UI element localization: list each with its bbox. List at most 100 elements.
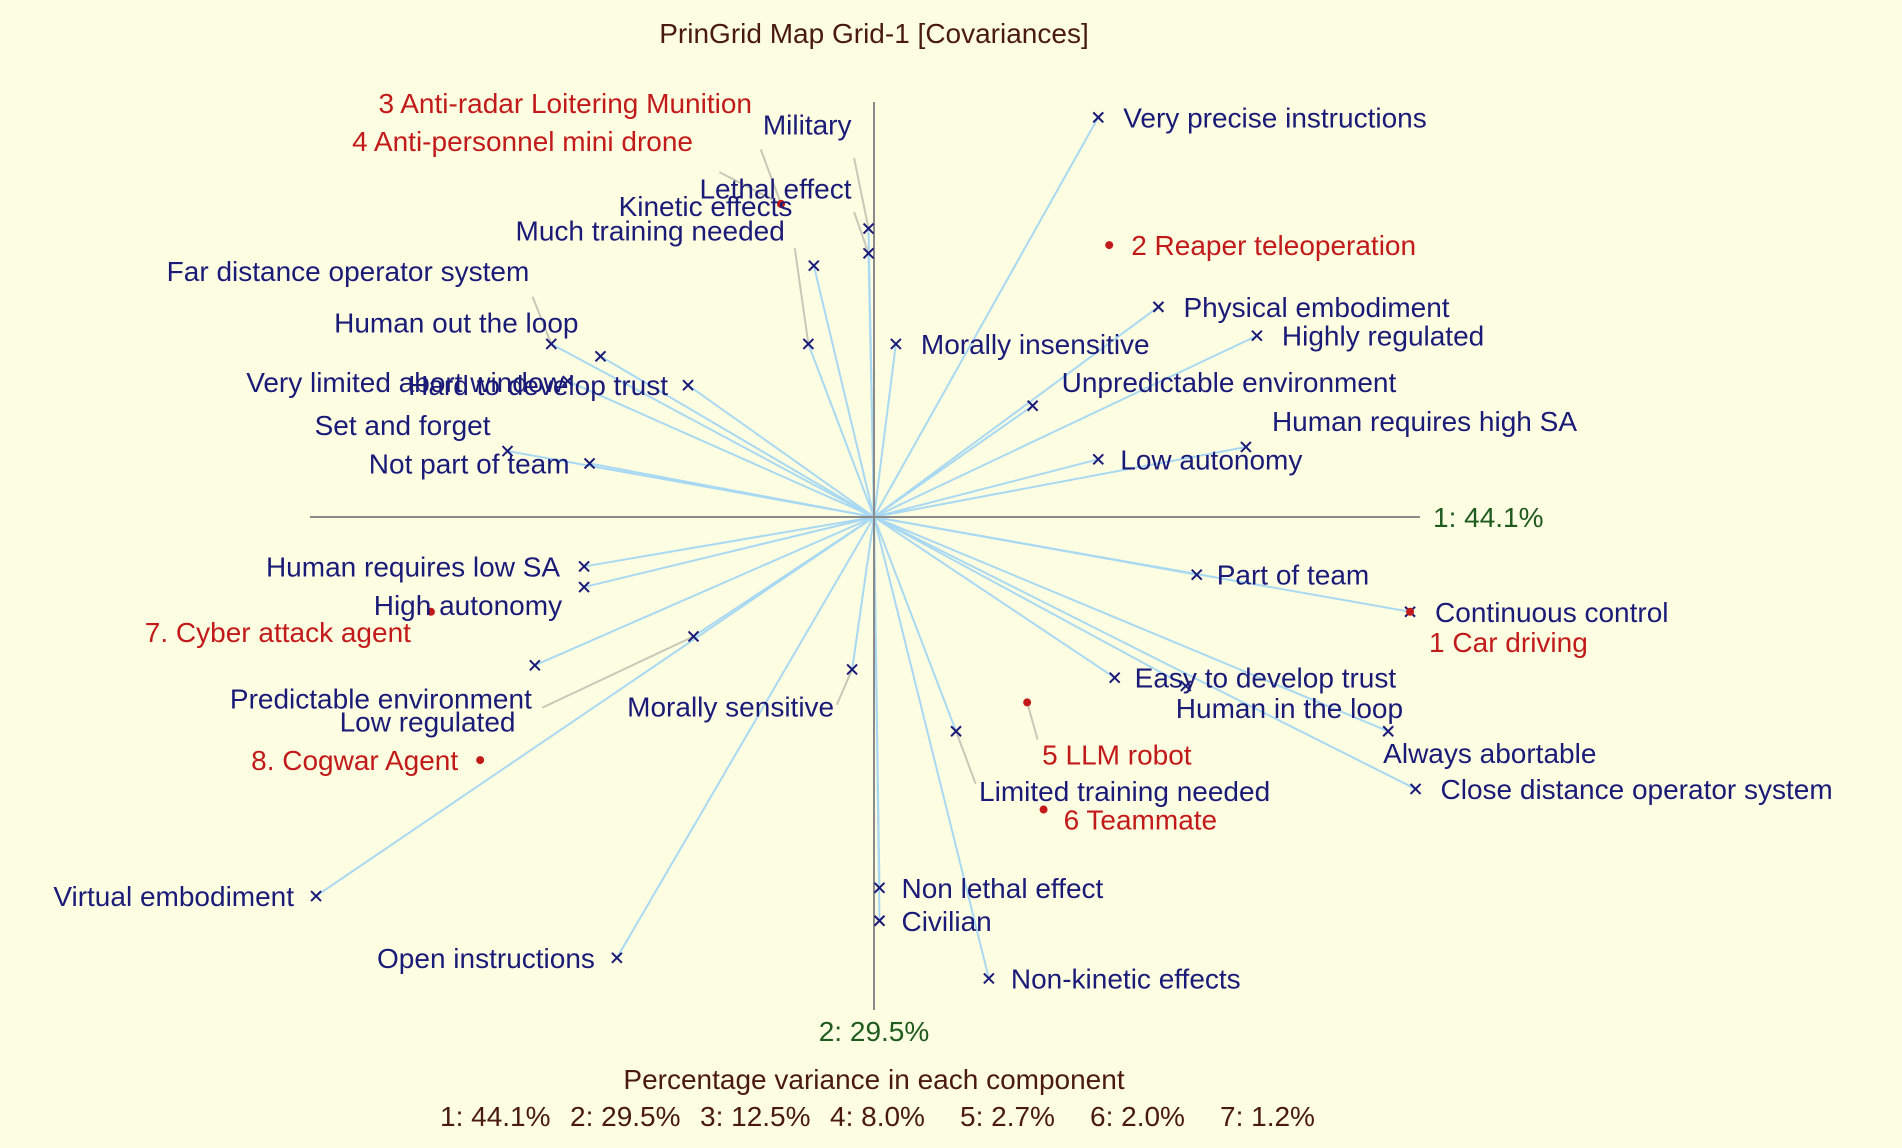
construct-marker-physical-embodiment xyxy=(1152,301,1165,313)
element-marker-5-llm-robot xyxy=(1023,698,1032,707)
ray-morally-insensitive xyxy=(873,343,897,518)
element-marker-7-cyber-attack-agent xyxy=(426,607,435,616)
construct-marker-predictable-environment xyxy=(529,659,541,672)
construct-marker-civilian xyxy=(873,915,886,927)
ray-human-requires-high-sa xyxy=(873,445,1247,518)
element-label-8-cogwar-agent: 8. Cogwar Agent xyxy=(251,745,458,776)
leader-morally-sensitive xyxy=(835,669,854,706)
ray-human-in-the-loop xyxy=(873,516,1187,687)
construct-marker-morally-sensitive xyxy=(846,663,858,676)
construct-label-predictable-environment: Predictable environment xyxy=(230,683,532,714)
element-marker-8-cogwar-agent xyxy=(476,756,485,765)
ray-morally-sensitive xyxy=(851,516,875,670)
ray-unpredictable-environment xyxy=(873,404,1034,518)
construct-marker-limited-training-needed xyxy=(950,725,962,737)
construct-label-not-part-of-team: Not part of team xyxy=(369,448,570,479)
construct-marker-hard-to-develop-trust xyxy=(682,379,694,391)
construct-marker-virtual-embodiment xyxy=(310,890,322,902)
construct-label-virtual-embodiment: Virtual embodiment xyxy=(53,881,294,912)
construct-label-close-distance-operator-system: Close distance operator system xyxy=(1441,774,1833,805)
ray-very-precise-instructions xyxy=(873,116,1100,518)
construct-label-highly-regulated: Highly regulated xyxy=(1282,321,1484,352)
label-leaders xyxy=(531,148,1039,785)
construct-marker-kinetic-effects xyxy=(802,338,815,350)
element-marker-1-car-driving xyxy=(1406,607,1415,616)
construct-marker-easy-to-develop-trust xyxy=(1108,671,1121,684)
construct-label-morally-sensitive: Morally sensitive xyxy=(627,691,834,722)
construct-marker-always-abortable xyxy=(1382,725,1394,737)
ray-close-distance-operator-system xyxy=(873,516,1416,790)
footer-component-1: 1: 44.1% xyxy=(440,1101,551,1132)
footer-component-7: 7: 1.2% xyxy=(1220,1101,1315,1132)
element-marker-4-anti-personnel-mini-drone xyxy=(777,199,786,208)
construct-label-far-distance-operator-system: Far distance operator system xyxy=(167,256,530,287)
element-marker-2-reaper-teleoperation xyxy=(1105,241,1114,250)
construct-label-limited-training-needed: Limited training needed xyxy=(979,776,1270,807)
ray-very-limited-abort-window xyxy=(567,380,875,518)
ray-limited-training-needed xyxy=(873,516,957,732)
construct-marker-open-instructions xyxy=(611,952,623,964)
construct-marker-set-and-forget xyxy=(501,445,514,457)
leader-limited-training-needed xyxy=(955,730,977,785)
construct-marker-human-in-the-loop xyxy=(1180,680,1192,692)
footer-component-6: 6: 2.0% xyxy=(1090,1101,1185,1132)
leader-far-distance-operator-system xyxy=(531,296,553,345)
construct-label-civilian: Civilian xyxy=(901,906,991,937)
ray-human-requires-low-sa xyxy=(583,516,875,568)
ray-not-part-of-team xyxy=(589,462,875,518)
footer-component-4: 4: 8.0% xyxy=(830,1101,925,1132)
footer-component-5: 5: 2.7% xyxy=(960,1101,1055,1132)
construct-label-much-training-needed: Much training needed xyxy=(516,216,785,247)
construct-marker-human-requires-high-sa xyxy=(1240,441,1252,453)
construct-label-unpredictable-environment: Unpredictable environment xyxy=(1062,367,1397,398)
construct-label-hard-to-develop-trust: Hard to develop trust xyxy=(408,370,668,401)
construct-label-low-autonomy: Low autonomy xyxy=(1120,444,1302,475)
construct-label-continuous-control: Continuous control xyxy=(1435,597,1668,628)
ray-continuous-control xyxy=(873,516,1411,613)
leader-5-llm-robot xyxy=(1026,702,1039,740)
construct-label-low-regulated: Low regulated xyxy=(340,706,516,737)
construct-marker-far-distance-operator-system xyxy=(545,338,557,350)
point-markers xyxy=(310,111,1422,985)
construct-label-human-requires-low-sa: Human requires low SA xyxy=(266,551,560,582)
element-label-4-anti-personnel-mini-drone: 4 Anti-personnel mini drone xyxy=(352,126,693,157)
ray-far-distance-operator-system xyxy=(550,343,875,518)
ray-highly-regulated xyxy=(873,334,1258,518)
ray-easy-to-develop-trust xyxy=(873,516,1116,679)
construct-marker-military xyxy=(862,222,875,235)
construct-label-human-in-the-loop: Human in the loop xyxy=(1176,693,1403,724)
construct-label-non-kinetic-effects: Non-kinetic effects xyxy=(1011,963,1241,994)
leader-kinetic-effects xyxy=(793,247,810,345)
construct-label-kinetic-effects: Kinetic effects xyxy=(619,191,793,222)
ray-virtual-embodiment xyxy=(315,516,875,897)
construct-label-human-requires-high-sa: Human requires high SA xyxy=(1272,406,1577,437)
construct-label-very-limited-abort-window: Very limited abort window xyxy=(246,367,564,398)
footer-component-2: 2: 29.5% xyxy=(570,1101,681,1132)
leader-lethal-effect xyxy=(853,211,870,254)
leader-3-anti-radar-loitering-munition xyxy=(759,148,782,205)
element-label-7-cyber-attack-agent: 7. Cyber attack agent xyxy=(145,617,411,648)
construct-marker-lethal-effect xyxy=(862,247,875,260)
construct-marker-low-regulated xyxy=(687,630,700,643)
ray-hard-to-develop-trust xyxy=(687,384,875,518)
y-axis-label: 2: 29.5% xyxy=(819,1016,930,1047)
element-label-6-teammate: 6 Teammate xyxy=(1064,805,1218,836)
construct-marker-morally-insensitive xyxy=(890,338,902,350)
ray-predictable-environment xyxy=(534,516,875,667)
ray-much-training-needed xyxy=(812,265,875,518)
construct-label-high-autonomy: High autonomy xyxy=(374,590,562,621)
construct-label-part-of-team: Part of team xyxy=(1217,560,1370,591)
footer-heading: Percentage variance in each component xyxy=(623,1064,1124,1095)
construct-marker-human-requires-low-sa xyxy=(578,560,590,573)
construct-label-human-out-the-loop: Human out the loop xyxy=(334,307,578,338)
construct-rays xyxy=(315,116,1416,979)
construct-label-non-lethal-effect: Non lethal effect xyxy=(901,873,1103,904)
ray-non-kinetic-effects xyxy=(873,516,990,979)
element-label-1-car-driving: 1 Car driving xyxy=(1429,627,1588,658)
element-marker-6-teammate xyxy=(1039,805,1048,814)
construct-marker-non-kinetic-effects xyxy=(983,972,995,985)
construct-label-military: Military xyxy=(763,110,852,141)
chart-title: PrinGrid Map Grid-1 [Covariances] xyxy=(659,18,1088,49)
leader-4-anti-personnel-mini-drone xyxy=(718,171,782,205)
